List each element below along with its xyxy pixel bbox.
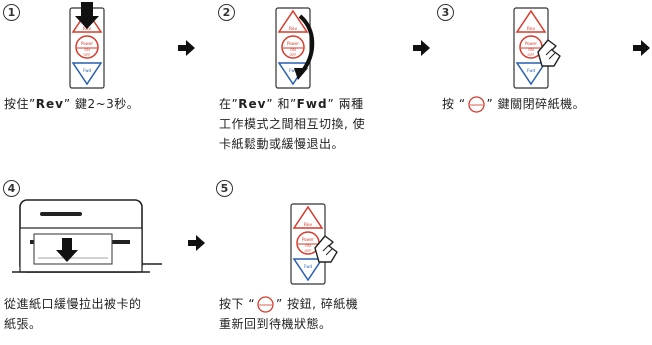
rev-label: Rev xyxy=(83,26,92,32)
press-down-arrow-icon xyxy=(75,2,99,29)
svg-text:ON: ON xyxy=(290,48,296,52)
svg-text:Fwd: Fwd xyxy=(304,264,313,269)
step2-panel-illustration: Rev Power ON OFF Fwd xyxy=(275,7,315,89)
svg-text:Rev: Rev xyxy=(304,222,313,228)
power-button-icon xyxy=(467,96,485,113)
svg-text:Rev: Rev xyxy=(527,26,536,32)
power-button-icon xyxy=(257,296,274,313)
curved-arrow-icon xyxy=(294,14,315,80)
svg-text:OFF: OFF xyxy=(305,249,312,253)
step-number-5: 5 xyxy=(216,180,233,197)
svg-text:Power: Power xyxy=(302,237,314,242)
step-number-1: 1 xyxy=(3,4,20,21)
off-label: OFF xyxy=(84,53,91,57)
arrow-right-icon xyxy=(188,235,205,251)
svg-text:Power: Power xyxy=(287,41,299,46)
step-number-4: 4 xyxy=(3,180,20,197)
step3-panel-illustration: Rev Power ON OFF Fwd xyxy=(513,7,561,89)
svg-text:Fwd: Fwd xyxy=(289,68,298,73)
svg-text:Rev: Rev xyxy=(289,26,298,32)
arrow-right-icon xyxy=(633,40,650,56)
step5-caption: 按下 “” 按鈕, 碎紙機 重新回到待機狀態。 xyxy=(219,296,359,331)
fwd-label: Fwd xyxy=(83,68,92,73)
step2-caption: 在”Rev” 和”Fwd” 兩種 工作模式之間相互切換, 使 卡紙鬆動或緩慢退出… xyxy=(219,97,366,151)
step-number-3: 3 xyxy=(437,4,454,21)
on-label: ON xyxy=(84,48,90,52)
arrow-right-icon xyxy=(178,40,195,56)
step4-caption: 從進紙口緩慢拉出被卡的 紙張。 xyxy=(4,297,142,331)
svg-text:ON: ON xyxy=(528,48,534,52)
svg-text:OFF: OFF xyxy=(290,53,297,57)
svg-text:ON: ON xyxy=(305,244,311,248)
step1-panel-illustration: Rev Power ON OFF Fwd xyxy=(69,2,105,89)
svg-text:Power: Power xyxy=(525,41,537,46)
step-number-2: 2 xyxy=(218,4,235,21)
svg-text:OFF: OFF xyxy=(528,53,535,57)
power-label: Power xyxy=(81,41,93,46)
step5-panel-illustration: Rev Power ON OFF Fwd xyxy=(290,203,338,285)
step4-shredder-illustration xyxy=(12,199,162,273)
step1-caption: 按住”Rev” 鍵2~3秒。 xyxy=(4,97,140,111)
step3-caption: 按 “” 鍵關閉碎紙機。 xyxy=(442,96,586,113)
pull-down-arrow-icon xyxy=(56,238,78,262)
svg-text:Fwd: Fwd xyxy=(527,68,536,73)
arrow-right-icon xyxy=(413,40,430,56)
